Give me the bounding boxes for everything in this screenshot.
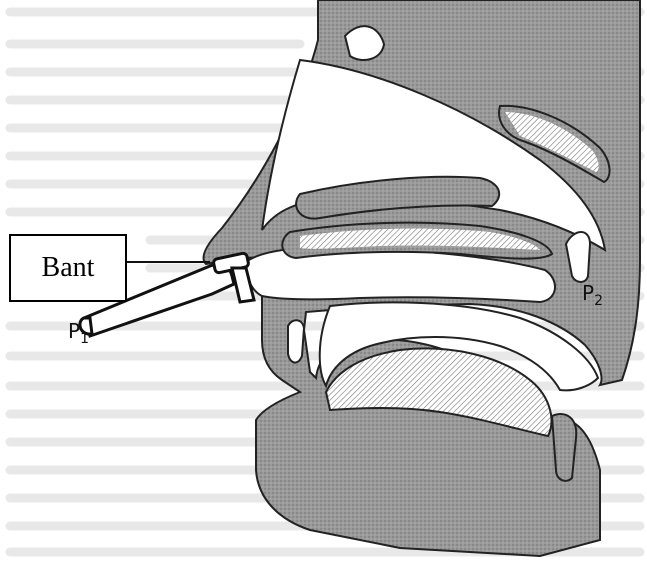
probe-label-p1-sub: 1	[80, 331, 89, 347]
nasal-airway	[345, 26, 384, 60]
uvula	[288, 320, 304, 362]
epiglottis	[552, 414, 576, 481]
probe-label-p2-sub: 2	[594, 293, 603, 309]
bant-callout-label: Bant	[42, 252, 95, 284]
probe-label-p2-letter: P	[582, 281, 594, 305]
bant-callout-box: Bant	[9, 234, 127, 302]
probe-label-p1-letter: P	[68, 319, 80, 343]
